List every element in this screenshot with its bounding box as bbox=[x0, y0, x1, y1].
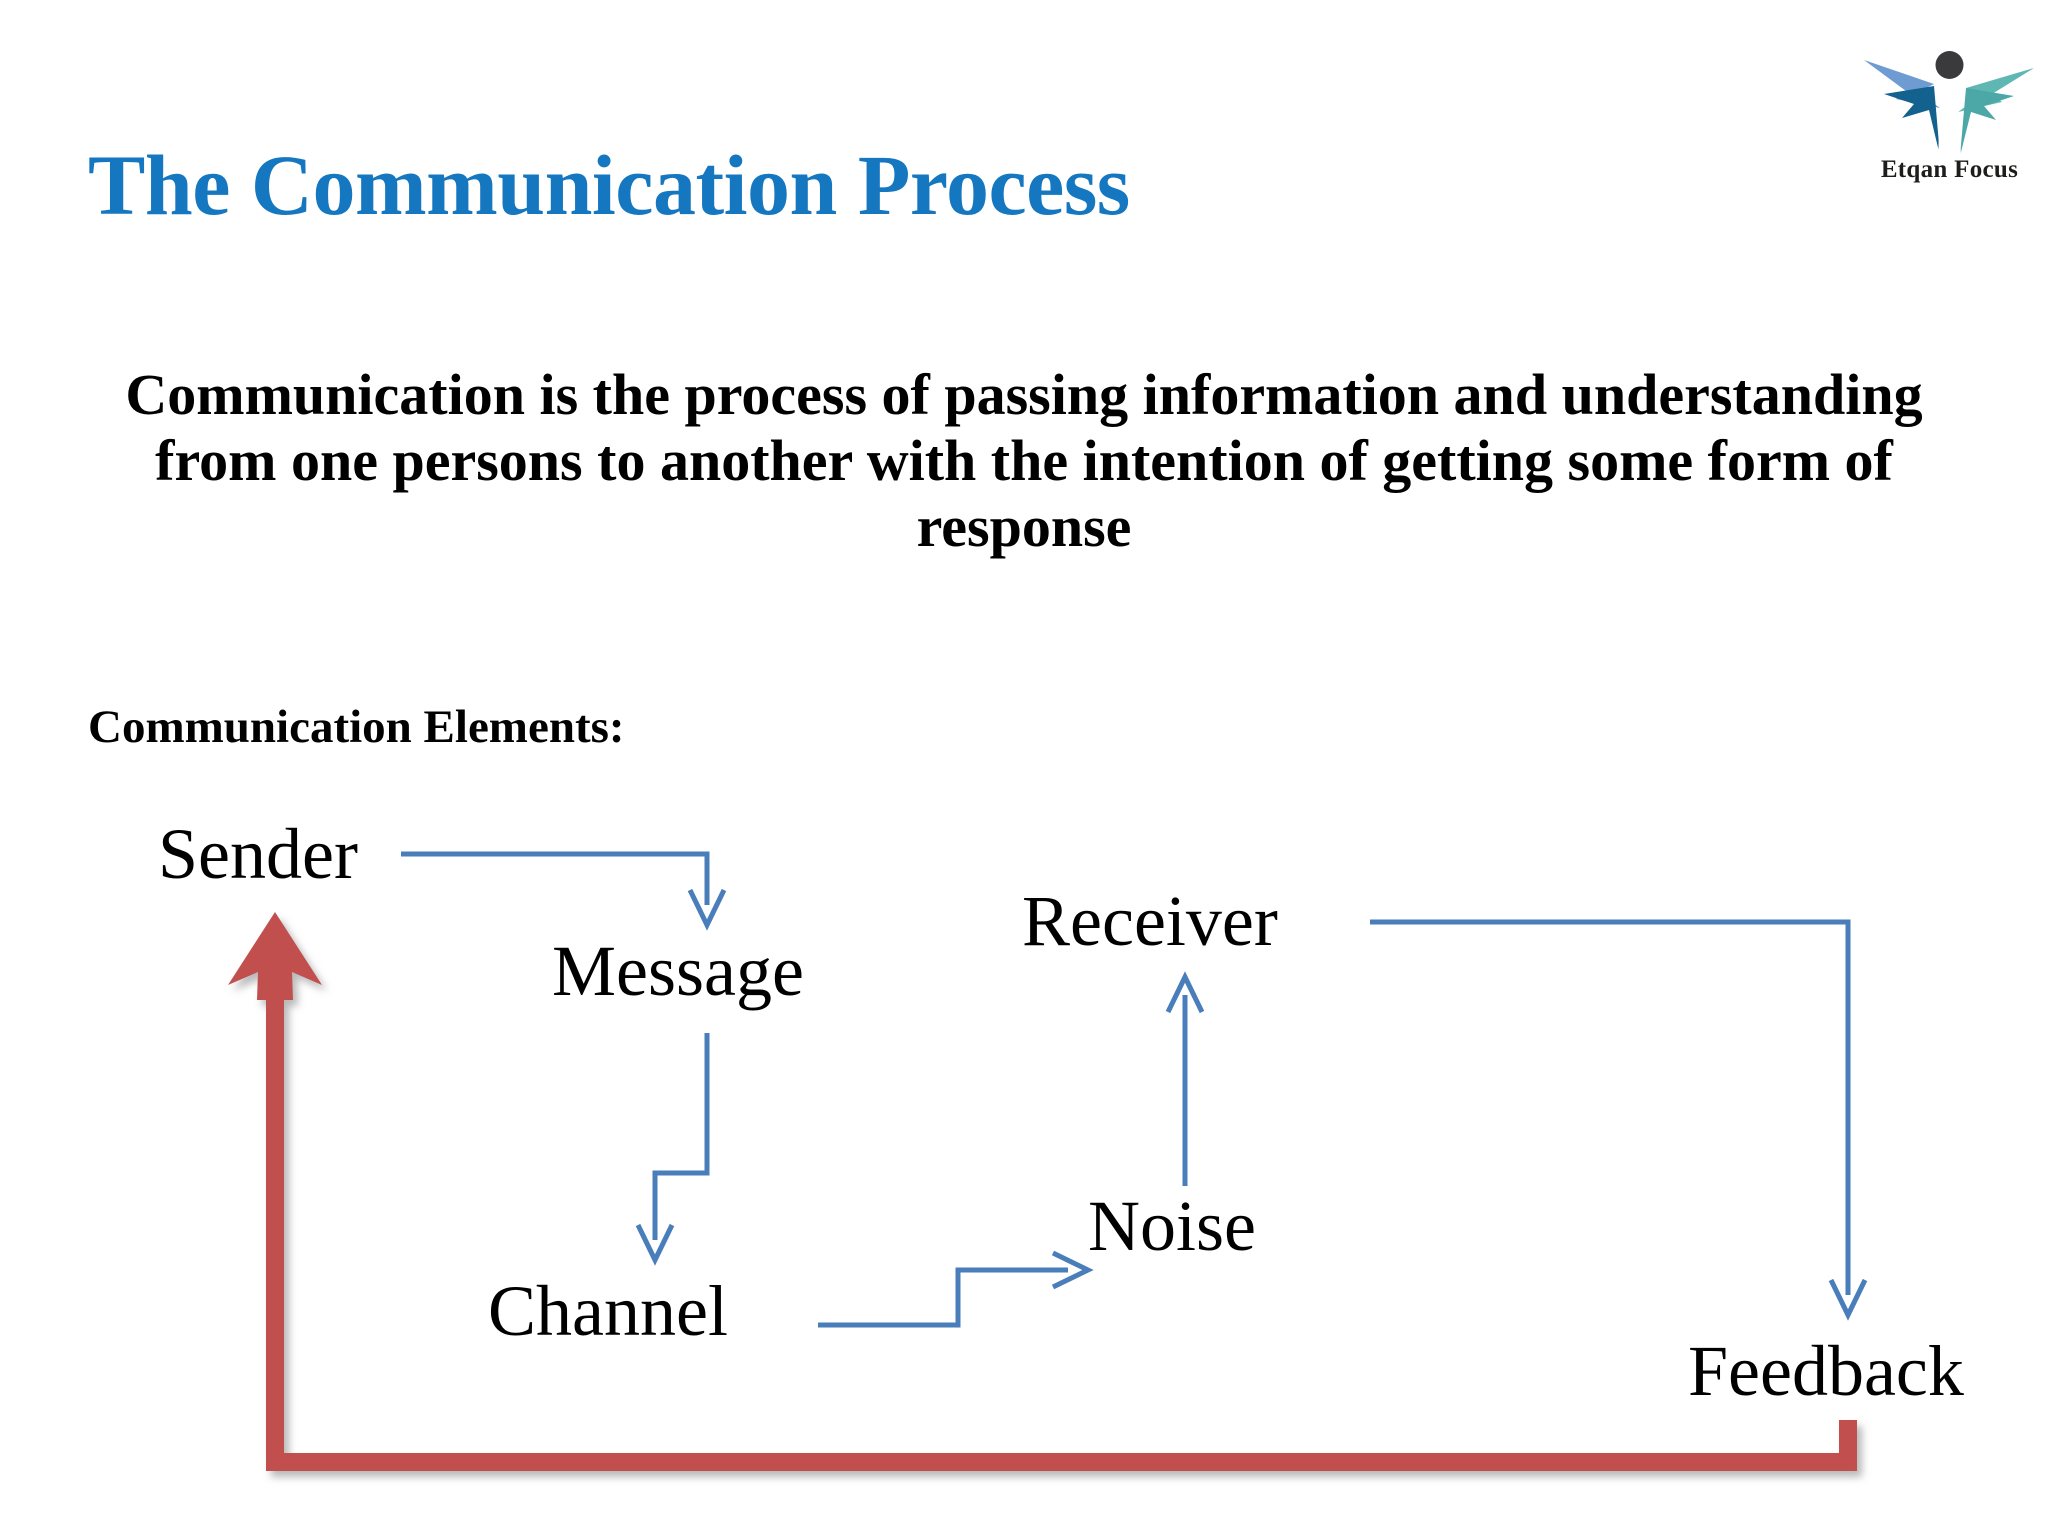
edge-message-to-channel bbox=[635, 1033, 710, 1266]
definition-paragraph: Communication is the process of passing … bbox=[125, 362, 1923, 560]
section-heading-communication-elements: Communication Elements: bbox=[88, 701, 625, 753]
diagram-node-receiver: Receiver bbox=[1022, 881, 1278, 961]
diagram-node-feedback: Feedback bbox=[1688, 1331, 1964, 1411]
page-title: The Communication Process bbox=[88, 137, 1130, 233]
edge-receiver-to-feedback bbox=[1370, 919, 1868, 1321]
edge-noise-to-receiver bbox=[1165, 971, 1205, 1186]
etqan-focus-logo: Etqan Focus bbox=[1862, 38, 2037, 208]
edge-feedback-to-sender bbox=[228, 912, 1857, 1471]
diagram-node-noise: Noise bbox=[1088, 1186, 1256, 1266]
edge-sender-to-message bbox=[401, 851, 727, 931]
edge-channel-to-noise bbox=[818, 1250, 1094, 1328]
logo-bird-figure-icon bbox=[1864, 51, 2034, 156]
diagram-node-channel: Channel bbox=[488, 1271, 728, 1351]
diagram-node-message: Message bbox=[552, 931, 804, 1011]
diagram-node-sender: Sender bbox=[158, 814, 358, 894]
logo-wordmark: Etqan Focus bbox=[1880, 156, 2019, 183]
